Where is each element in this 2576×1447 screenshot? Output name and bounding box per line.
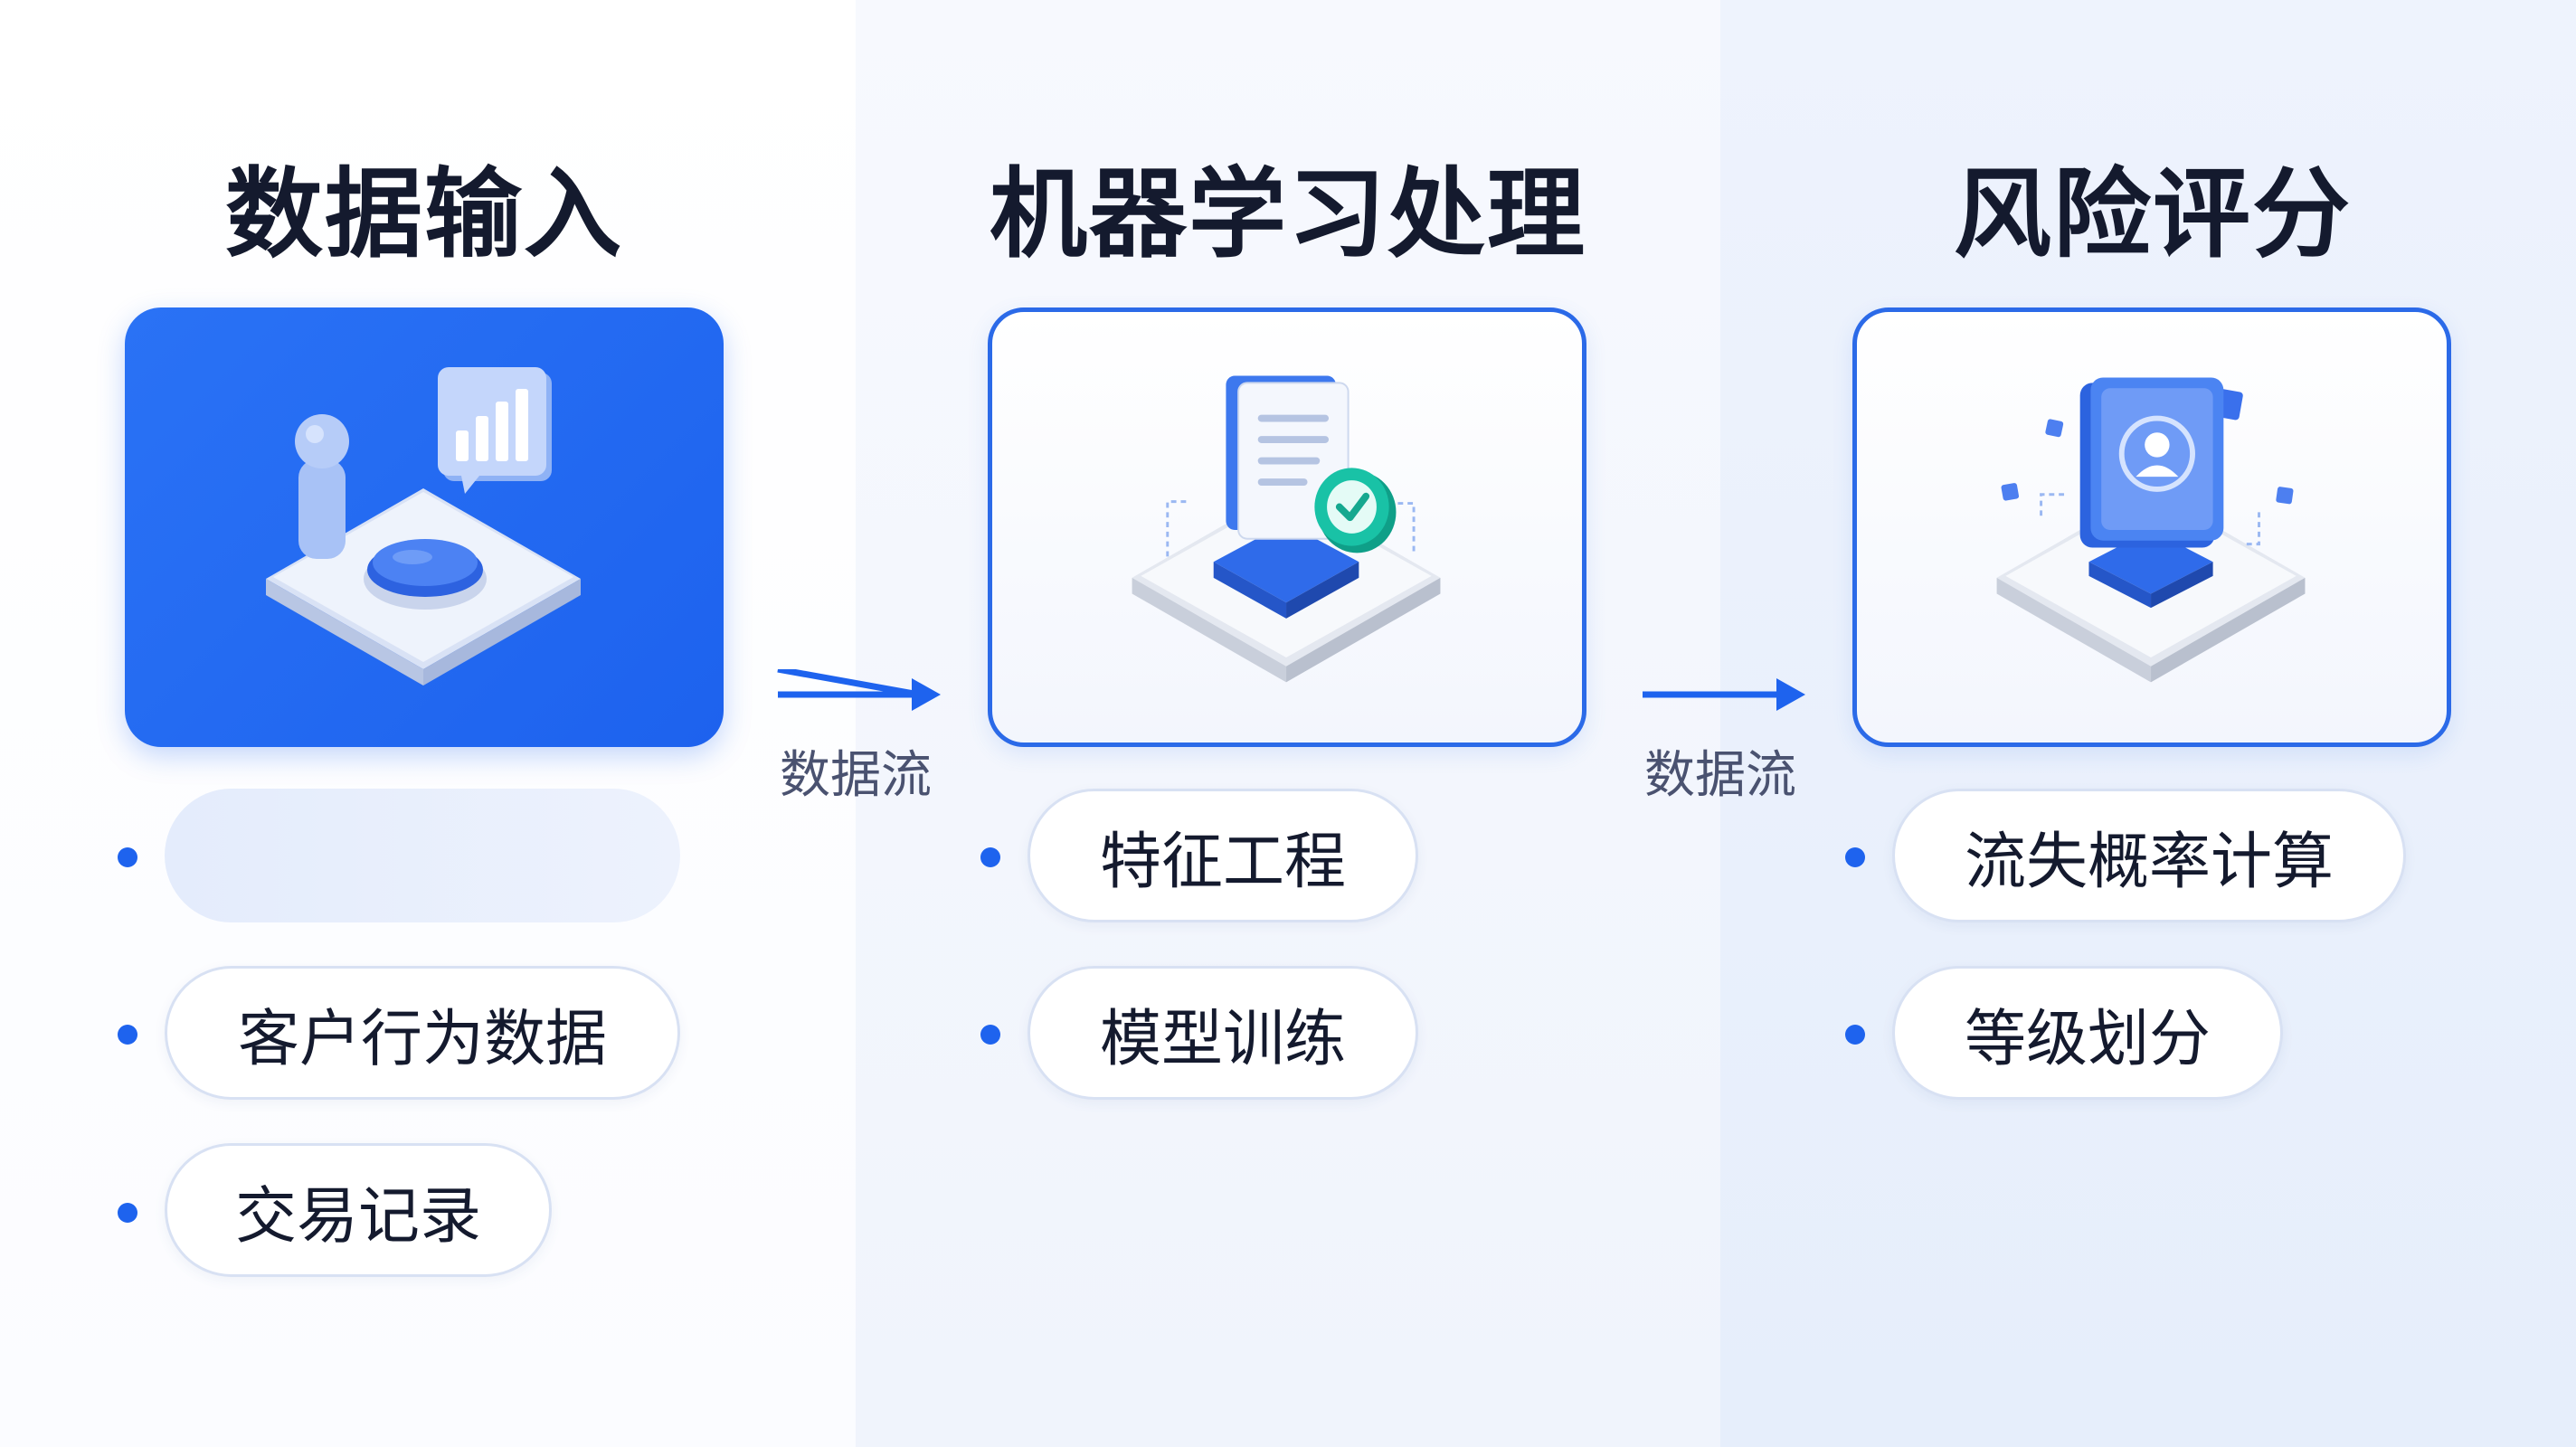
bullet-dot <box>980 847 1000 867</box>
user-data-chart-icon <box>266 367 581 686</box>
arrow-right-icon <box>1643 678 1805 711</box>
stage-title-scoring: 风险评分 <box>1953 158 2352 271</box>
bullet-dot <box>118 1203 137 1223</box>
flow-connector-1: 数据流 <box>765 669 946 814</box>
stage-processing-item-feature-engineering[interactable]: 特征工程 <box>1028 789 1418 922</box>
stage-processing-item-model-training[interactable]: 模型训练 <box>1028 966 1418 1100</box>
bullet-dot <box>118 1025 137 1045</box>
stage-scoring-item-level-division[interactable]: 等级划分 <box>1892 966 2283 1100</box>
document-check-icon <box>1132 375 1441 683</box>
stage-card-scoring[interactable] <box>1852 307 2451 747</box>
stage-input-item-customer-behavior[interactable]: 客户行为数据 <box>165 966 680 1100</box>
stage-input-item-transactions[interactable]: 交易记录 <box>165 1143 552 1277</box>
flow-label: 数据流 <box>1644 746 1796 805</box>
stage-card-processing[interactable] <box>988 307 1586 747</box>
flow-label: 数据流 <box>780 746 932 805</box>
profile-monitor-icon <box>1996 377 2306 683</box>
flow-connector-2: 数据流 <box>1630 669 1811 814</box>
stage-scoring-item-churn-probability[interactable]: 流失概率计算 <box>1892 789 2406 922</box>
stage-title-input: 数据输入 <box>224 158 623 271</box>
bullet-dot <box>980 1025 1000 1045</box>
stage-card-input[interactable] <box>125 307 724 747</box>
bullet-dot <box>118 847 137 867</box>
stage-input-item-empty[interactable] <box>165 789 680 922</box>
bullet-dot <box>1845 1025 1865 1045</box>
bullet-dot <box>1845 847 1865 867</box>
arrow-right-icon <box>777 669 941 711</box>
stage-title-processing: 机器学习处理 <box>989 158 1586 271</box>
